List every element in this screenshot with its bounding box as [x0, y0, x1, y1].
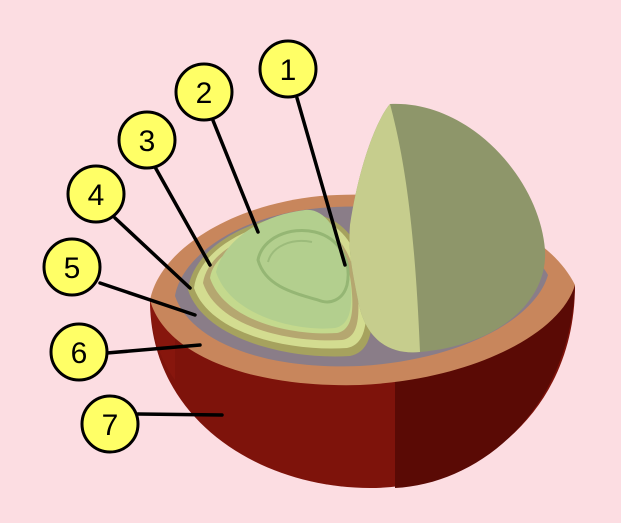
leader-line-4 [113, 216, 192, 290]
left-bean-half [188, 209, 373, 357]
callout-1: 1 [258, 39, 318, 99]
callout-3: 3 [117, 110, 177, 170]
leader-line-5 [98, 281, 197, 317]
callout-7: 7 [80, 394, 140, 454]
callout-5: 5 [42, 237, 102, 297]
callout-7-label: 7 [102, 409, 119, 442]
leader-lines [98, 96, 347, 417]
leader-line-6 [105, 343, 202, 355]
callout-6-label: 6 [71, 337, 88, 370]
right-bean-half [349, 103, 546, 353]
callout-4-label: 4 [88, 179, 105, 212]
callout-2-label: 2 [196, 77, 213, 110]
leader-line-3 [153, 165, 212, 267]
callout-3-label: 3 [139, 125, 156, 158]
callout-4: 4 [66, 164, 126, 224]
callout-2: 2 [174, 62, 234, 122]
callout-1-label: 1 [280, 54, 297, 87]
leader-line-1 [295, 96, 347, 267]
leader-line-7 [136, 412, 224, 417]
callout-5-label: 5 [64, 252, 81, 285]
callout-6: 6 [49, 322, 109, 382]
leader-line-2 [210, 116, 260, 234]
